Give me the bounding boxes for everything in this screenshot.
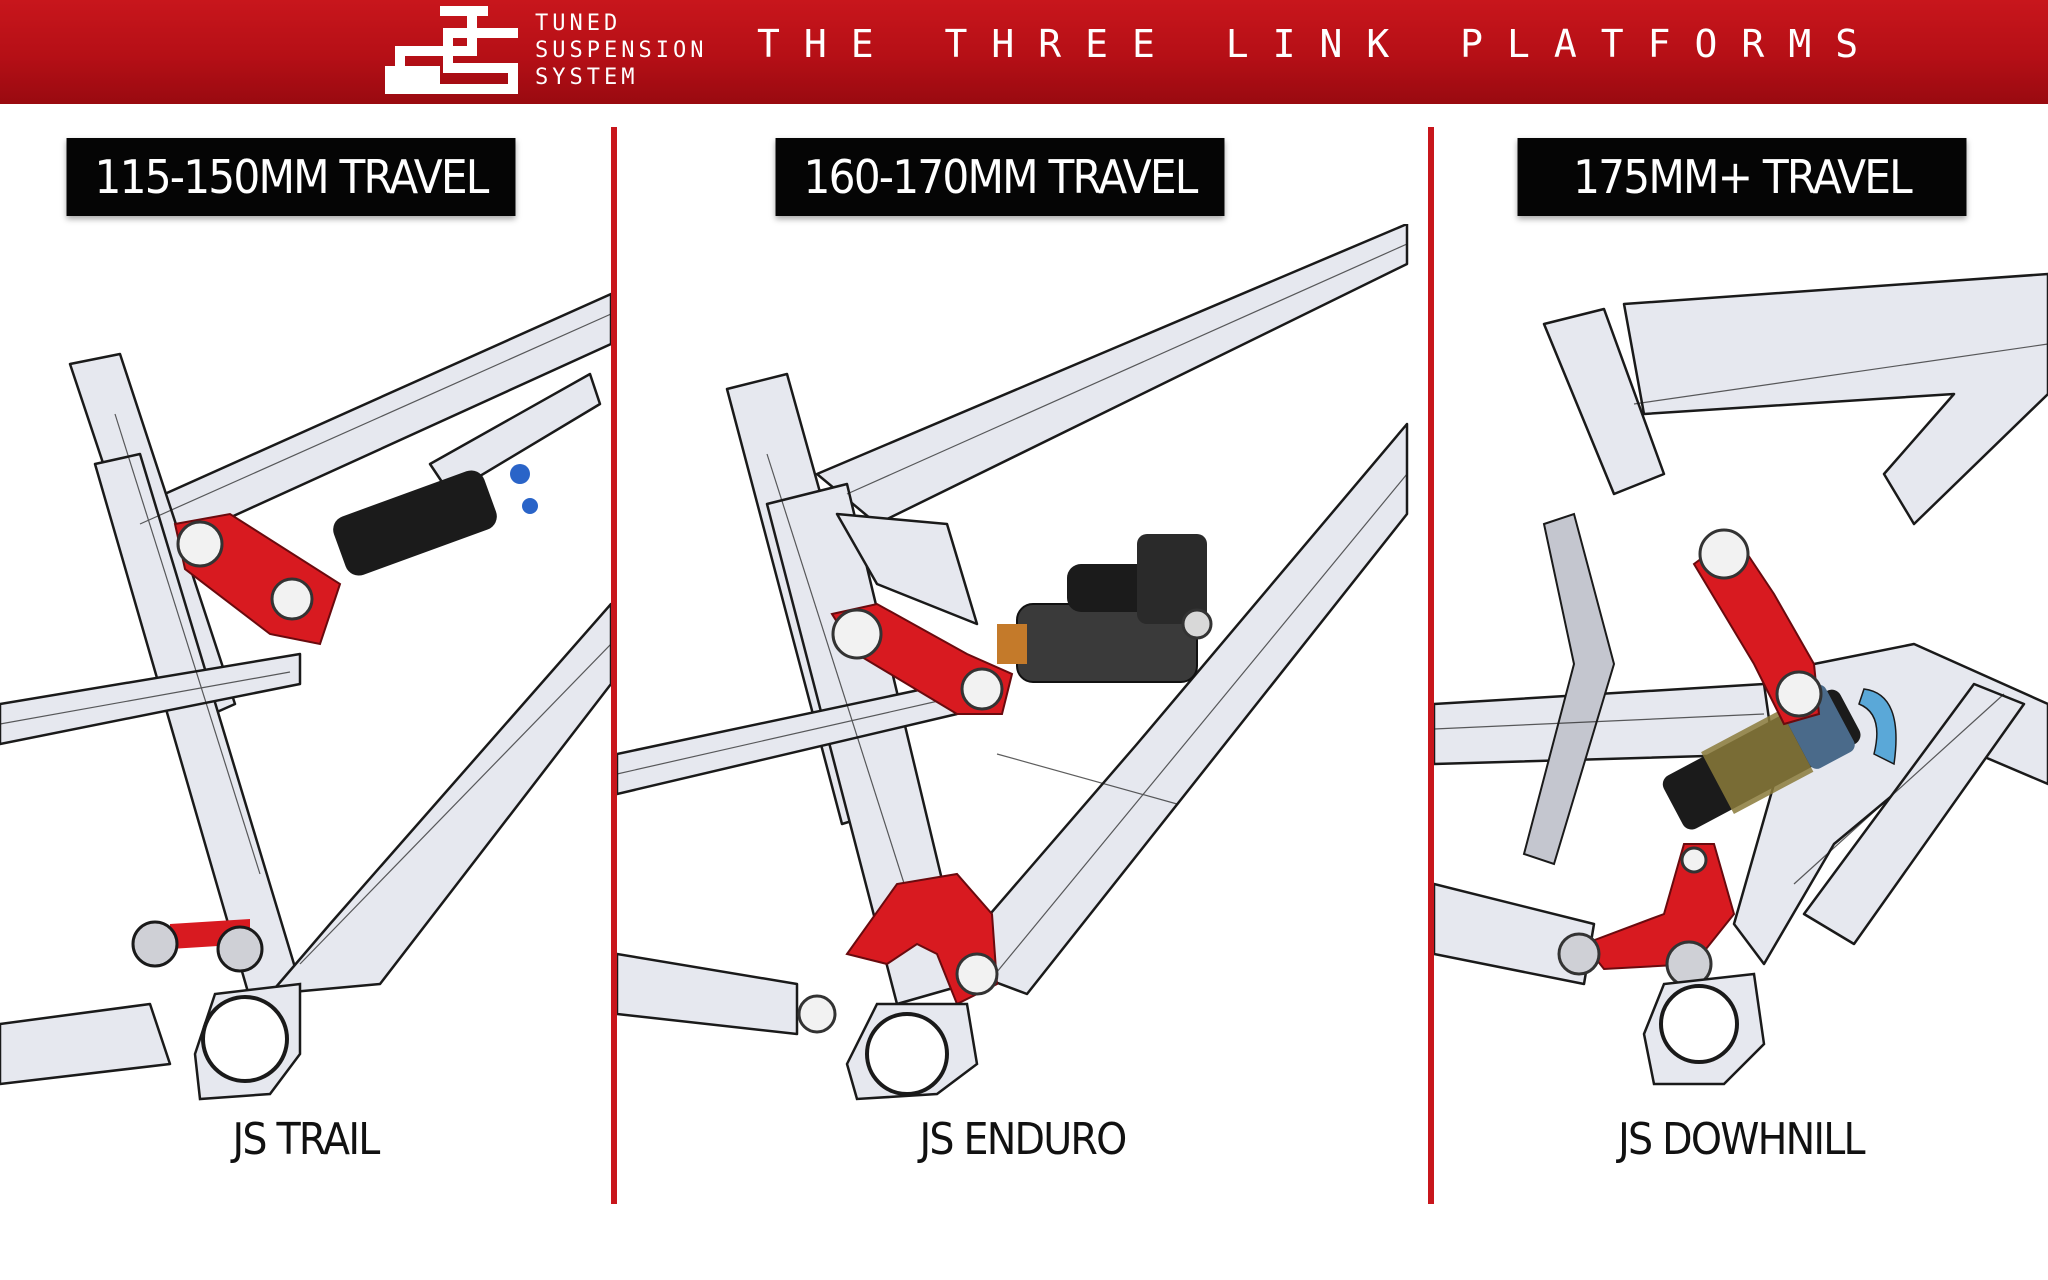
platform-name-downhill: JS DOWHNILL: [1618, 1114, 1865, 1165]
brand-logo: TUNED SUSPENSION SYSTEM: [385, 6, 705, 98]
enduro-shock-icon: [997, 534, 1213, 683]
downhill-lower-link-icon: [1557, 843, 1736, 988]
logo-line-system: SYSTEM: [535, 65, 639, 90]
trail-bottom-bracket-icon: [193, 982, 302, 1101]
travel-badge-trail: 115-150MM TRAVEL: [66, 138, 516, 216]
enduro-lower-link-icon: [797, 872, 999, 1034]
header-banner: TUNED SUSPENSION SYSTEM THE THREE LINK P…: [0, 0, 2048, 104]
enduro-bottom-bracket-icon: [845, 1002, 979, 1101]
logo-line-tuned: TUNED: [535, 11, 622, 36]
travel-badge-downhill: 175MM+ TRAVEL: [1517, 138, 1967, 216]
panel-divider-left: [611, 127, 617, 1204]
panel-trail: 115-150MM TRAVEL: [0, 104, 611, 1280]
platform-name-enduro: JS ENDURO: [919, 1114, 1127, 1165]
panel-divider-right: [1428, 127, 1434, 1204]
downhill-frame-illustration: [1434, 272, 2048, 1086]
panel-downhill: 175MM+ TRAVEL: [1434, 104, 2048, 1280]
downhill-rocker-link-icon: [1692, 528, 1823, 726]
js-logo-icon: [385, 6, 518, 94]
downhill-fender-icon: [1858, 688, 1897, 766]
platform-name-trail: JS TRAIL: [232, 1114, 381, 1165]
enduro-rocker-link-icon: [830, 602, 1014, 715]
panel-enduro: 160-170MM TRAVEL: [617, 104, 1428, 1280]
trail-pivots: [131, 920, 264, 973]
trail-shock-icon: [333, 464, 538, 576]
page-title: THE THREE LINK PLATFORMS: [757, 22, 1883, 66]
travel-badge-enduro: 160-170MM TRAVEL: [775, 138, 1225, 216]
logo-line-suspension: SUSPENSION: [535, 38, 708, 63]
downhill-bottom-bracket-icon: [1642, 972, 1766, 1086]
enduro-frame-illustration: [617, 224, 1409, 1101]
trail-frame-illustration: [0, 292, 611, 1101]
logo-wordmark: TUNED SUSPENSION SYSTEM: [535, 10, 707, 91]
